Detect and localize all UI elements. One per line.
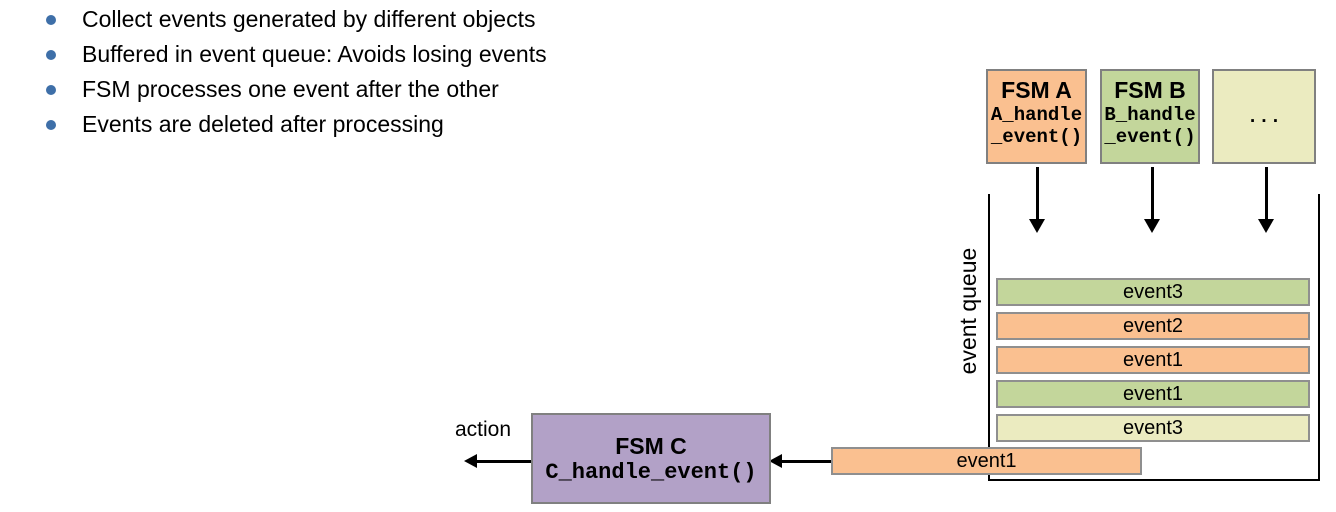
bullet-text: Buffered in event queue: Avoids losing e… (82, 41, 547, 67)
fsm-other-ellipsis: ... (1246, 105, 1282, 128)
action-label: action (455, 418, 512, 441)
bullet-item: Buffered in event queue: Avoids losing e… (28, 37, 547, 72)
arrow-shaft (1151, 167, 1154, 221)
bullet-text: Events are deleted after processing (82, 111, 444, 137)
fsm-b-handler-line2: _event() (1104, 126, 1196, 148)
fsm-c-title: FSM C (615, 432, 687, 459)
arrow-down-fsm-a-icon (1029, 167, 1045, 233)
arrow-down-fsm-b-icon (1144, 167, 1160, 233)
fsm-a-title: FSM A (1001, 77, 1072, 103)
queue-item: event1 (996, 346, 1310, 374)
bullet-item: Events are deleted after processing (28, 107, 547, 142)
bullet-icon (46, 84, 56, 95)
bullet-text: FSM processes one event after the other (82, 76, 499, 102)
fsm-a-handler-line2: _event() (990, 126, 1083, 148)
queue-item: event3 (996, 278, 1310, 306)
fsm-c-box: FSM C C_handle_event() (531, 413, 771, 504)
fsm-a-handler-line1: A_handle (990, 104, 1083, 126)
event-queue-label: event queue (955, 247, 981, 375)
arrow-head (1258, 219, 1274, 233)
arrow-head (769, 454, 782, 468)
bullet-text: Collect events generated by different ob… (82, 6, 536, 32)
bullet-icon (46, 14, 56, 25)
dequeued-event-bar: event1 (831, 447, 1142, 475)
queue-item: event1 (996, 380, 1310, 408)
fsm-c-handler: C_handle_event() (545, 459, 757, 485)
fsm-b-title: FSM B (1114, 77, 1186, 103)
arrow-head (464, 454, 477, 468)
arrow-shaft (1036, 167, 1039, 221)
arrow-shaft (781, 460, 831, 463)
bullet-item: Collect events generated by different ob… (28, 2, 547, 37)
event-queue-container (988, 194, 1320, 481)
fsm-other-box: ... (1212, 69, 1316, 164)
arrow-down-fsm-other-icon (1258, 167, 1274, 233)
fsm-b-box: FSM B B_handle _event() (1100, 69, 1200, 164)
arrow-shaft (476, 460, 531, 463)
bullet-list: Collect events generated by different ob… (28, 2, 547, 142)
bullet-icon (46, 119, 56, 130)
arrow-shaft (1265, 167, 1268, 221)
arrow-head (1144, 219, 1160, 233)
bullet-icon (46, 49, 56, 60)
bullet-item: FSM processes one event after the other (28, 72, 547, 107)
fsm-b-handler-line1: B_handle (1104, 104, 1196, 126)
fsm-a-box: FSM A A_handle _event() (986, 69, 1087, 164)
queue-item: event2 (996, 312, 1310, 340)
queue-item: event3 (996, 414, 1310, 442)
arrow-head (1029, 219, 1045, 233)
